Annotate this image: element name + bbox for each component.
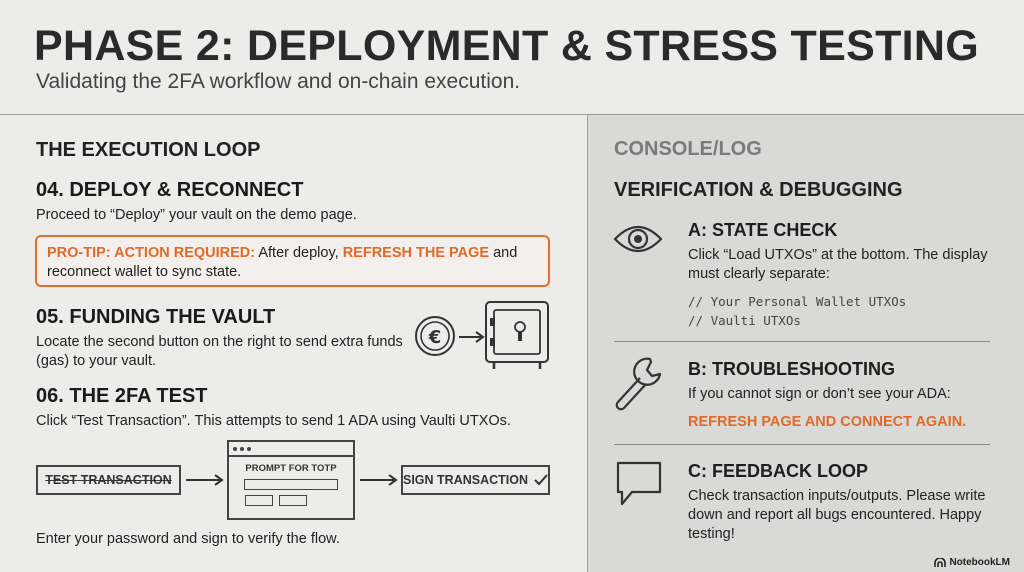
step4-body: Proceed to “Deploy” your vault on the de… bbox=[36, 207, 357, 223]
page-subtitle: Validating the 2FA workflow and on-chain… bbox=[36, 70, 521, 93]
step5-title: 05. FUNDING THE VAULT bbox=[36, 306, 276, 328]
code-line-wallet-utxos: // Your Personal Wallet UTXOs bbox=[688, 294, 907, 309]
verification-heading: VERIFICATION & DEBUGGING bbox=[614, 179, 903, 201]
safe-vault-icon bbox=[485, 301, 549, 369]
troubleshooting-emphasis: REFRESH PAGE AND CONNECT AGAIN. bbox=[688, 414, 967, 430]
console-log-heading: CONSOLE/LOG bbox=[614, 138, 762, 160]
step6-body: Click “Test Transaction”. This attempts … bbox=[36, 413, 511, 429]
sign-transaction-button[interactable]: SIGN TRANSACTION bbox=[401, 465, 550, 495]
header-divider bbox=[0, 114, 1024, 115]
totp-submit-button[interactable] bbox=[279, 495, 307, 506]
step5-body: Locate the second button on the right to… bbox=[36, 334, 403, 369]
notebooklm-logo-icon bbox=[934, 557, 947, 567]
section-divider bbox=[614, 444, 990, 445]
totp-cancel-button[interactable] bbox=[245, 495, 273, 506]
prompt-totp-label: PROMPT FOR TOTP bbox=[245, 463, 337, 474]
eye-icon bbox=[613, 225, 663, 253]
page-title: PHASE 2: DEPLOYMENT & STRESS TESTING bbox=[34, 22, 979, 70]
troubleshooting-title: B: TROUBLESHOOTING bbox=[688, 359, 895, 379]
sign-transaction-label: SIGN TRANSACTION bbox=[403, 473, 528, 487]
arrow-right-icon bbox=[360, 474, 398, 486]
notebooklm-logo-text: NotebookLM bbox=[949, 557, 1010, 568]
troubleshooting-body: If you cannot sign or don’t see your ADA… bbox=[688, 386, 951, 402]
pro-tip-label: PRO-TIP: ACTION REQUIRED: bbox=[47, 245, 256, 261]
feedback-loop-body: Check transaction inputs/outputs. Please… bbox=[688, 488, 986, 542]
checkmark-icon bbox=[534, 474, 548, 486]
speech-bubble-icon bbox=[616, 461, 662, 506]
step4-title: 04. DEPLOY & RECONNECT bbox=[36, 179, 304, 201]
section-divider bbox=[614, 341, 990, 342]
code-line-vaulti-utxos: // Vaulti UTXOs bbox=[688, 313, 801, 328]
state-check-body: Click “Load UTXOs” at the bottom. The di… bbox=[688, 247, 988, 282]
window-titlebar bbox=[229, 442, 353, 457]
totp-prompt-window: PROMPT FOR TOTP bbox=[227, 440, 355, 520]
euro-coin-icon: € bbox=[415, 316, 455, 356]
feedback-loop-title: C: FEEDBACK LOOP bbox=[688, 461, 868, 481]
notebooklm-logo: NotebookLM bbox=[934, 557, 1010, 568]
step6-title: 06. THE 2FA TEST bbox=[36, 385, 208, 407]
pro-tip-text1: After deploy, bbox=[255, 245, 343, 261]
console-panel bbox=[587, 115, 1024, 572]
totp-input[interactable] bbox=[244, 479, 338, 490]
arrow-right-icon bbox=[186, 474, 224, 486]
footer-instruction: Enter your password and sign to verify t… bbox=[36, 531, 340, 547]
pro-tip-text2: and reconnect wallet to sync state. bbox=[47, 245, 518, 280]
arrow-right-icon bbox=[459, 331, 485, 343]
pro-tip-emphasis: REFRESH THE PAGE bbox=[342, 245, 490, 261]
test-transaction-button[interactable]: TEST TRANSACTION bbox=[36, 465, 181, 495]
test-transaction-label: TEST TRANSACTION bbox=[45, 473, 172, 487]
state-check-title: A: STATE CHECK bbox=[688, 220, 838, 240]
pro-tip-box: PRO-TIP: ACTION REQUIRED: After deploy, … bbox=[35, 235, 550, 287]
svg-text:€: € bbox=[428, 327, 442, 348]
execution-loop-heading: THE EXECUTION LOOP bbox=[36, 139, 261, 161]
wrench-icon bbox=[615, 357, 662, 411]
